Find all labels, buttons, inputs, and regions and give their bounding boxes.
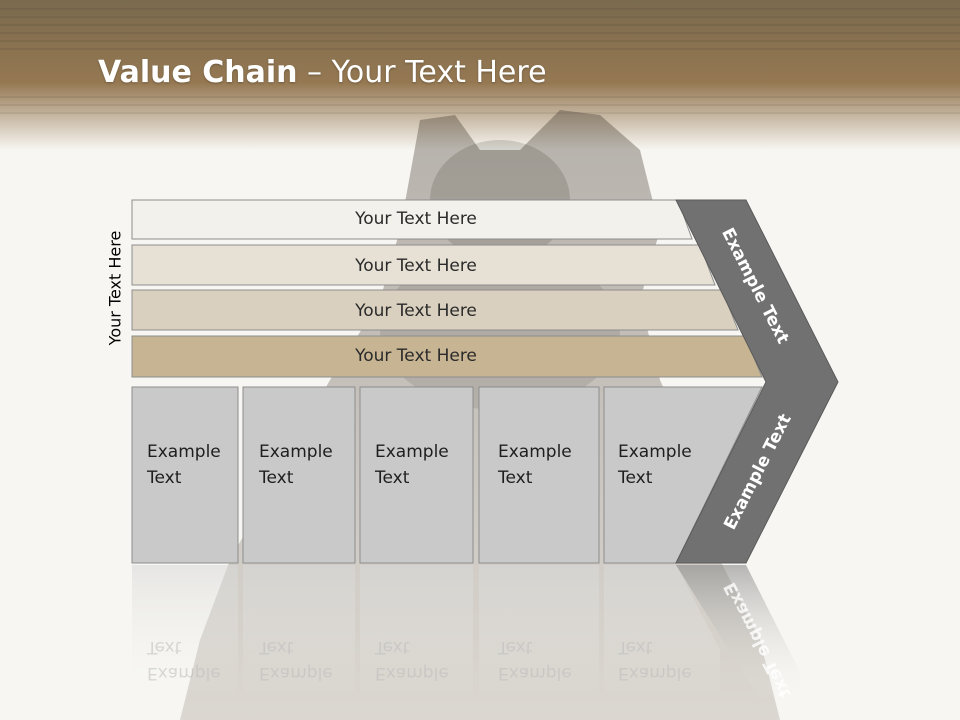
box-2-reflection-line2: Text bbox=[259, 637, 294, 657]
box-3-label: Example Text bbox=[375, 439, 475, 491]
box-4-reflection: Example Text bbox=[498, 634, 598, 686]
box-1-line1: Example bbox=[147, 442, 221, 462]
box-2-label: Example Text bbox=[259, 439, 359, 491]
box-3-reflection-line1: Example bbox=[375, 663, 449, 683]
box-1 bbox=[131, 386, 239, 564]
box-3-reflection: Example Text bbox=[375, 634, 475, 686]
box-1-label: Example Text bbox=[147, 439, 247, 491]
box-1-reflection: Example Text bbox=[147, 634, 247, 686]
box-3-line2: Text bbox=[375, 468, 410, 488]
box-2-reflection-line1: Example bbox=[259, 663, 333, 683]
bar-4-label: Your Text Here bbox=[355, 346, 477, 366]
box-5-reflection-line2: Text bbox=[618, 637, 653, 657]
box-2 bbox=[242, 386, 356, 564]
chevron-arrow bbox=[675, 199, 839, 564]
box-2-line2: Text bbox=[259, 468, 294, 488]
bar-2 bbox=[131, 244, 716, 286]
box-2-reflection: Example Text bbox=[259, 634, 359, 686]
bar-1-label: Your Text Here bbox=[355, 209, 477, 229]
box-1-line2: Text bbox=[147, 468, 182, 488]
box-5-label: Example Text bbox=[618, 439, 718, 491]
box-4-line2: Text bbox=[498, 468, 533, 488]
box-2-line1: Example bbox=[259, 442, 333, 462]
box-5-reflection-line1: Example bbox=[618, 663, 692, 683]
bar-2-label: Your Text Here bbox=[355, 256, 477, 276]
box-5-line1: Example bbox=[618, 442, 692, 462]
bar-3 bbox=[131, 289, 739, 331]
box-5-reflection: Example Text bbox=[618, 634, 718, 686]
bar-4 bbox=[131, 335, 763, 378]
vertical-label: Your Text Here bbox=[105, 230, 125, 346]
box-4-line1: Example bbox=[498, 442, 572, 462]
box-3 bbox=[359, 386, 474, 564]
box-5-line2: Text bbox=[618, 468, 653, 488]
box-1-reflection-line2: Text bbox=[147, 637, 182, 657]
box-4-label: Example Text bbox=[498, 439, 598, 491]
box-3-reflection-line2: Text bbox=[375, 637, 410, 657]
box-4-reflection-line1: Example bbox=[498, 663, 572, 683]
bar-3-label: Your Text Here bbox=[355, 301, 477, 321]
header-band bbox=[0, 0, 960, 150]
title-rest: – Your Text Here bbox=[297, 55, 547, 90]
box-3-line1: Example bbox=[375, 442, 449, 462]
box-4-reflection-line2: Text bbox=[498, 637, 533, 657]
box-1-reflection-line1: Example bbox=[147, 663, 221, 683]
reflection bbox=[132, 565, 800, 700]
box-4 bbox=[478, 386, 600, 564]
title-bold: Value Chain bbox=[98, 55, 298, 90]
header-stripes bbox=[0, 8, 960, 114]
bar-1 bbox=[131, 199, 693, 240]
slide-title: Value Chain – Your Text Here bbox=[98, 55, 547, 90]
